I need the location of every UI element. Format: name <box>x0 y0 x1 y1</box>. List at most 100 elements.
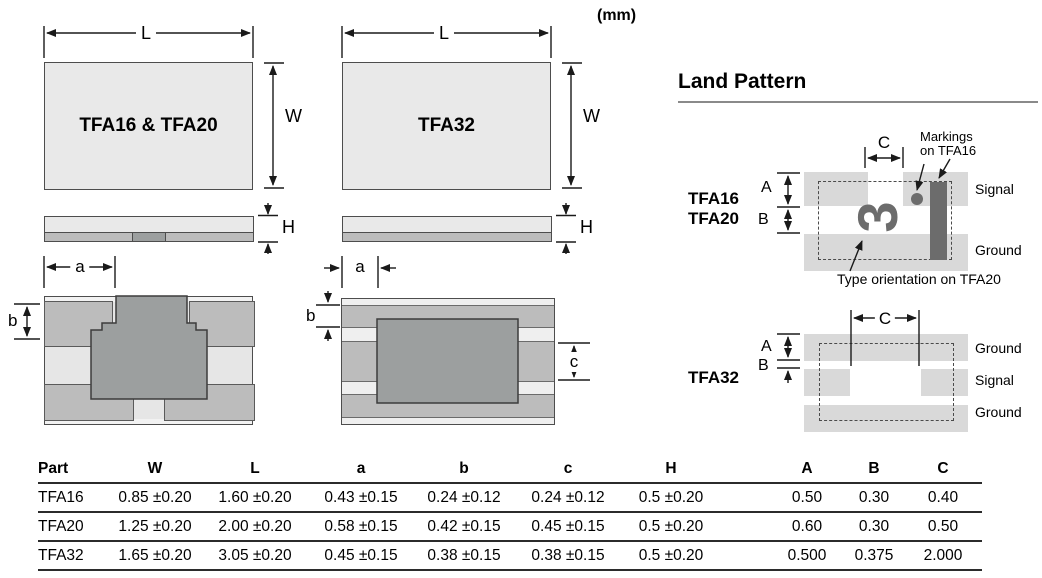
pkg1-pad-bottom-right <box>164 384 255 421</box>
pkg2-top-view: TFA32 <box>342 62 551 190</box>
pkg1-dim-L: L <box>135 23 157 44</box>
pkg1-dim-H: H <box>282 217 295 237</box>
dimensions-table: Part W L a b c H A B C TFA16 0.85 ±0.20 … <box>38 456 982 571</box>
cell-b: 0.24 ±0.12 <box>412 483 516 513</box>
pkg1-dim-b: b <box>8 311 18 330</box>
col-header-H: H <box>620 456 722 484</box>
pkg2-dim-a: a <box>355 257 365 276</box>
lp2-dim-B: B <box>758 357 769 374</box>
lp2-ground-bottom-label: Ground <box>975 404 1022 420</box>
lp1-marking-dot <box>911 193 923 205</box>
lp2-signal-pad-right <box>921 369 968 396</box>
col-header-c: c <box>516 456 620 484</box>
cell-part: TFA32 <box>38 541 110 571</box>
cell-A: 0.50 <box>770 483 844 513</box>
lp1-marking-bar <box>930 182 947 260</box>
pkg1-bottom-view <box>44 296 255 425</box>
land-pattern-title: Land Pattern <box>678 70 807 93</box>
lp2-dim-A: A <box>761 338 772 355</box>
cell-W: 1.25 ±0.20 <box>110 512 200 542</box>
lp1-part-label-tfa20: TFA20 <box>688 209 740 228</box>
cell-c: 0.24 ±0.12 <box>516 483 620 513</box>
col-header-a: a <box>310 456 412 484</box>
cell-b: 0.42 ±0.15 <box>412 512 516 542</box>
cell-part: TFA20 <box>38 512 110 542</box>
cell-a: 0.45 ±0.15 <box>310 541 412 571</box>
lp1-dim-C: C <box>877 133 891 152</box>
lp1-component-outline <box>818 181 952 260</box>
col-header-B: B <box>844 456 904 484</box>
pkg2-dim-H: H <box>580 217 593 237</box>
lp2-part-label-tfa32: TFA32 <box>688 368 740 387</box>
lp1-signal-pad-left <box>804 172 868 206</box>
lp1-orientation-mark: 3 <box>846 201 909 233</box>
table-row-tfa16: TFA16 0.85 ±0.20 1.60 ±0.20 0.43 ±0.15 0… <box>38 483 982 513</box>
cell-a: 0.58 ±0.15 <box>310 512 412 542</box>
cell-H: 0.5 ±0.20 <box>620 541 722 571</box>
cell-L: 3.05 ±0.20 <box>200 541 310 571</box>
pkg2-band-top <box>342 305 554 328</box>
pkg1-side-center-segment <box>132 233 166 241</box>
pkg2-dim-c: c <box>566 352 582 372</box>
pkg2-band-bottom <box>342 394 554 418</box>
col-header-b: b <box>412 456 516 484</box>
col-header-L: L <box>200 456 310 484</box>
cell-spacer <box>722 541 770 571</box>
cell-H: 0.5 ±0.20 <box>620 483 722 513</box>
cell-A: 0.60 <box>770 512 844 542</box>
lp1-orientation-note: Type orientation on TFA20 <box>837 271 1001 287</box>
pkg2-title: TFA32 <box>417 115 476 136</box>
lp2-signal-pad-left <box>804 369 850 396</box>
pkg2-band-middle <box>342 341 554 382</box>
lp1-signal-label: Signal <box>975 181 1014 197</box>
cell-L: 2.00 ±0.20 <box>200 512 310 542</box>
lp2-ground-pad-top <box>804 334 968 361</box>
cell-part: TFA16 <box>38 483 110 513</box>
pkg2-side-view <box>342 216 552 242</box>
lp1-ground-label: Ground <box>975 242 1022 258</box>
lp2-dim-C: C <box>874 309 896 329</box>
land-pattern-rule <box>678 101 1038 103</box>
lp1-dim-B: B <box>758 211 769 228</box>
lp1-markings-note-line2: on TFA16 <box>920 143 977 158</box>
cell-W: 1.65 ±0.20 <box>110 541 200 571</box>
cell-B: 0.30 <box>844 483 904 513</box>
pkg2-bottom-view <box>341 298 555 425</box>
cell-C: 2.000 <box>904 541 982 571</box>
lp2-ground-top-label: Ground <box>975 340 1022 356</box>
table-row-tfa32: TFA32 1.65 ±0.20 3.05 ±0.20 0.45 ±0.15 0… <box>38 541 982 571</box>
cell-B: 0.30 <box>844 512 904 542</box>
col-header-W: W <box>110 456 200 484</box>
table-header-row: Part W L a b c H A B C <box>38 456 982 484</box>
cell-c: 0.45 ±0.15 <box>516 512 620 542</box>
col-header-spacer <box>722 456 770 484</box>
pkg1-pad-bottom-left <box>44 384 134 421</box>
unit-label: (mm) <box>597 7 637 24</box>
cell-C: 0.40 <box>904 483 982 513</box>
lp2-signal-label: Signal <box>975 372 1014 388</box>
cell-a: 0.43 ±0.15 <box>310 483 412 513</box>
table-row-tfa20: TFA20 1.25 ±0.20 2.00 ±0.20 0.58 ±0.15 0… <box>38 512 982 542</box>
cell-A: 0.500 <box>770 541 844 571</box>
pkg1-dim-a: a <box>70 257 90 277</box>
pkg2-dim-b: b <box>306 306 316 325</box>
lp2-component-outline <box>819 343 954 421</box>
pkg1-top-view: TFA16 & TFA20 <box>44 62 253 190</box>
cell-b: 0.38 ±0.15 <box>412 541 516 571</box>
cell-spacer <box>722 512 770 542</box>
cell-H: 0.5 ±0.20 <box>620 512 722 542</box>
cell-L: 1.60 ±0.20 <box>200 483 310 513</box>
lp1-markings-note-line1: Markings <box>920 129 973 144</box>
col-header-C: C <box>904 456 982 484</box>
cell-C: 0.50 <box>904 512 982 542</box>
col-header-A: A <box>770 456 844 484</box>
pkg2-dim-L: L <box>433 23 455 44</box>
lp1-part-label-tfa16: TFA16 <box>688 189 740 208</box>
pkg1-dim-W: W <box>285 106 302 126</box>
pkg1-title: TFA16 & TFA20 <box>79 115 218 136</box>
pkg2-dim-W: W <box>583 106 600 126</box>
pkg1-pad-top-left <box>44 301 113 347</box>
pkg2-side-metallization <box>343 232 551 241</box>
pkg1-bottom-bottom-strip <box>45 419 252 424</box>
